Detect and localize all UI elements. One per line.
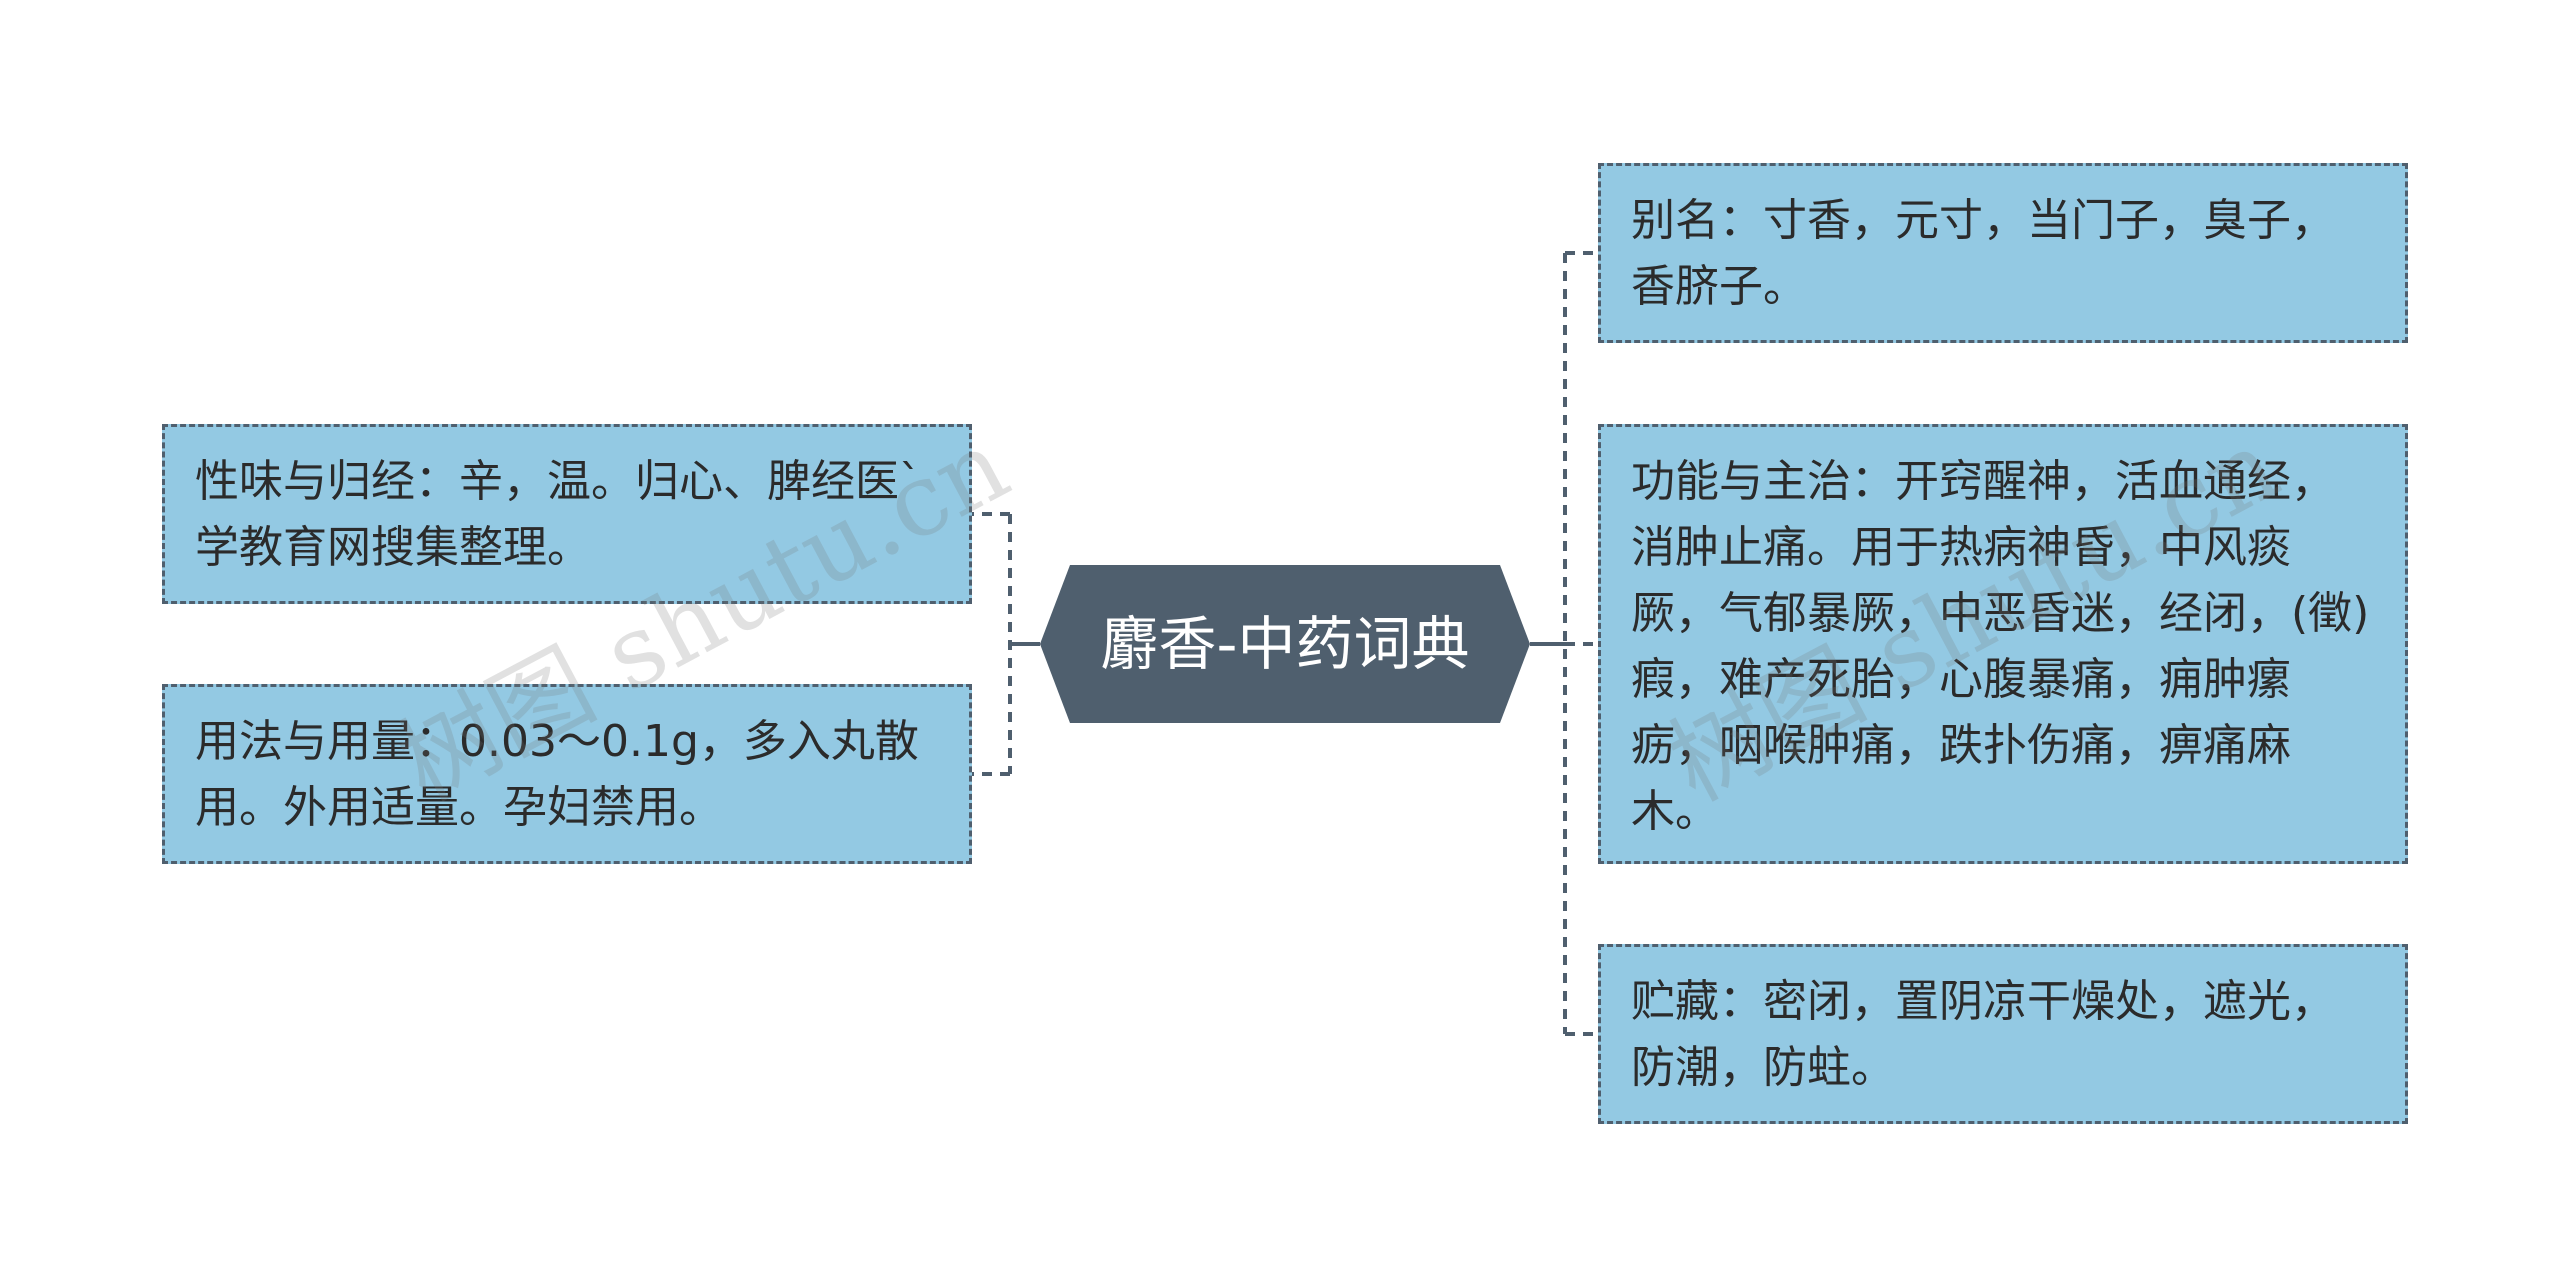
central-topic-node[interactable]: 麝香-中药词典 <box>1040 565 1530 723</box>
topic-node-aliases[interactable]: 别名：寸香，元寸，当门子，臭子，香脐子。 <box>1598 163 2408 343</box>
topic-node-storage[interactable]: 贮藏：密闭，置阴凉干燥处，遮光，防潮，防蛀。 <box>1598 944 2408 1124</box>
central-node-shape <box>1040 565 1530 723</box>
topic-node-text: 性味与归经：辛，温。归心、脾经医`学教育网搜集整理。 <box>195 456 921 573</box>
topic-node-text: 别名：寸香，元寸，当门子，臭子，香脐子。 <box>1631 195 2335 312</box>
topic-node-text: 贮藏：密闭，置阴凉干燥处，遮光，防潮，防蛀。 <box>1631 976 2335 1093</box>
topic-node-text: 功能与主治：开窍醒神，活血通经，消肿止痛。用于热病神昏，中风痰厥，气郁暴厥，中恶… <box>1631 456 2370 837</box>
topic-node-functions[interactable]: 功能与主治：开窍醒神，活血通经，消肿止痛。用于热病神昏，中风痰厥，气郁暴厥，中恶… <box>1598 424 2408 864</box>
topic-node-properties[interactable]: 性味与归经：辛，温。归心、脾经医`学教育网搜集整理。 <box>162 424 972 604</box>
central-topic-title: 麝香-中药词典 <box>1100 610 1470 678</box>
topic-node-usage-dosage[interactable]: 用法与用量：0.03～0.1g，多入丸散用。外用适量。孕妇禁用。 <box>162 684 972 864</box>
topic-node-text: 用法与用量：0.03～0.1g，多入丸散用。外用适量。孕妇禁用。 <box>195 716 919 833</box>
